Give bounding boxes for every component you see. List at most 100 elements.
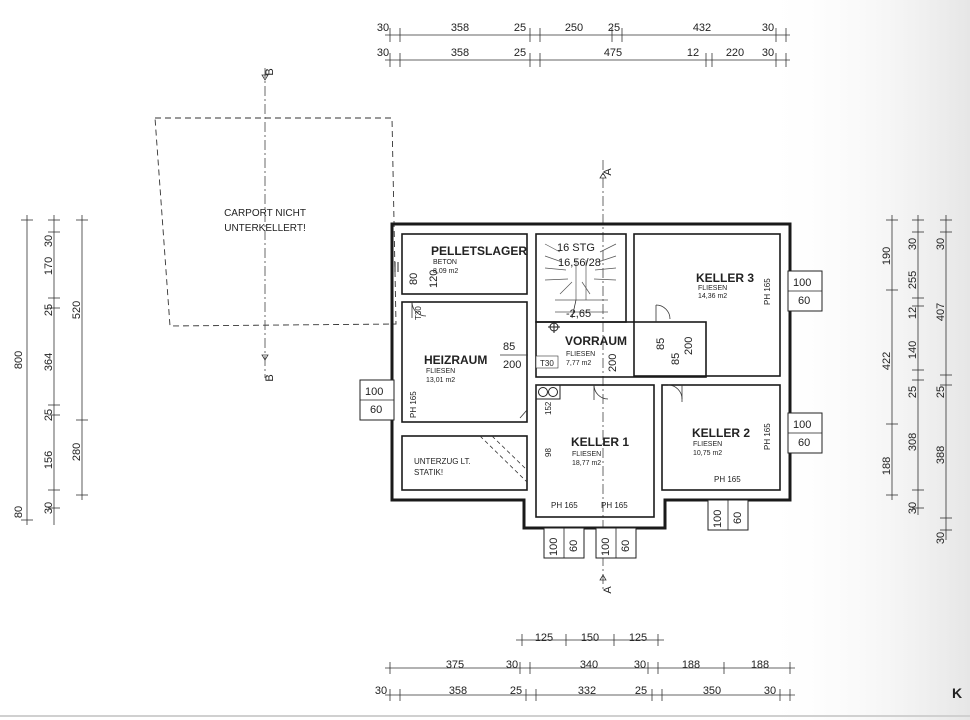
door-width: 85 — [503, 341, 515, 353]
window-height: 60 — [370, 404, 382, 416]
room-heizraum: HEIZRAUM FLIESEN 13,01 m2 — [424, 353, 487, 384]
room-name: KELLER 1 — [571, 435, 629, 449]
room-name: PELLETSLAGER — [431, 244, 527, 258]
stair-count: 16 STG — [557, 242, 595, 254]
room-keller-1: KELLER 1 FLIESEN 18,77 m2 — [571, 435, 629, 467]
door-height: 200 — [683, 337, 695, 355]
opening-dim: 120 — [428, 270, 440, 288]
parapet-height: PH 165 — [601, 501, 628, 510]
window-height: 60 — [568, 540, 580, 552]
door-rating-box — [535, 355, 559, 369]
door-height: 200 — [607, 354, 619, 372]
window-keller-3: 100 60 PH 165 — [763, 270, 823, 312]
dim-label: 358 — [449, 685, 467, 697]
room-name: VORRAUM — [565, 334, 627, 348]
parapet-height: PH 165 — [551, 501, 578, 510]
door-width: 85 — [655, 338, 667, 350]
dim-label: 432 — [693, 22, 711, 34]
dimension-chain-right-c: 30 407 25 388 30 — [935, 215, 952, 544]
dim-label: 25 — [514, 22, 526, 34]
room-area: 14,36 m2 — [698, 293, 727, 300]
window-height: 60 — [798, 295, 810, 307]
dim-label: 340 — [580, 659, 598, 671]
section-label: B — [264, 374, 276, 381]
carport-label: UNTERKELLERT! — [224, 223, 306, 234]
dim-label: 30 — [375, 685, 387, 697]
dim-label: 358 — [451, 22, 469, 34]
room-pelletslager: PELLETSLAGER BETON 8,09 m2 — [431, 244, 527, 275]
window-height: 60 — [620, 540, 632, 552]
dim-label: 25 — [907, 386, 919, 398]
window-width: 100 — [793, 419, 811, 431]
corner-letter: K — [952, 685, 962, 701]
opening-dim: 152 — [544, 401, 553, 415]
dim-label: 25 — [43, 409, 55, 421]
dim-label: 422 — [881, 352, 893, 370]
door-swings — [411, 301, 683, 419]
parapet-height: PH 165 — [763, 423, 772, 450]
dim-label: 12 — [687, 47, 699, 59]
window-keller-2: 100 60 PH 165 — [763, 412, 823, 454]
window-width: 100 — [793, 277, 811, 289]
parapet-height: PH 165 — [763, 278, 772, 305]
dim-label: 125 — [629, 632, 647, 644]
dim-label: 30 — [43, 235, 55, 247]
dim-label: 12 — [907, 307, 919, 319]
window-keller-1-right: 100 60 PH 165 — [595, 501, 637, 559]
window-width: 100 — [548, 538, 560, 556]
dim-label: 475 — [604, 47, 622, 59]
room-floor: FLIESEN — [426, 368, 455, 375]
opening-dim: 80 — [408, 273, 420, 285]
dim-label: 375 — [446, 659, 464, 671]
dim-label: 280 — [71, 443, 83, 461]
dim-label: 30 — [935, 532, 947, 544]
dimension-chain-bottom-1: 375 30 340 30 188 188 — [385, 659, 795, 674]
window-width: 100 — [712, 510, 724, 528]
dim-label: 800 — [13, 351, 25, 369]
level-label: -2,65 — [566, 308, 591, 320]
dim-label: 250 — [565, 22, 583, 34]
dim-label: 30 — [377, 47, 389, 59]
room-area: 18,77 m2 — [572, 460, 601, 467]
window-height: 60 — [732, 512, 744, 524]
dim-label: 25 — [510, 685, 522, 697]
door-height: 200 — [503, 359, 521, 371]
section-label: A — [602, 168, 614, 176]
dim-label: 25 — [635, 685, 647, 697]
dim-label: 30 — [762, 22, 774, 34]
dim-label: 30 — [907, 502, 919, 514]
dim-label: 30 — [764, 685, 776, 697]
room-keller-2: KELLER 2 FLIESEN 10,75 m2 — [692, 426, 750, 457]
dim-label: 170 — [43, 257, 55, 275]
room-area: 13,01 m2 — [426, 377, 455, 384]
window-height: 60 — [798, 437, 810, 449]
dim-label: 25 — [608, 22, 620, 34]
dim-label: 188 — [682, 659, 700, 671]
room-keller-3: KELLER 3 FLIESEN 14,36 m2 — [696, 271, 754, 300]
room-vorraum: VORRAUM FLIESEN 7,77 m2 — [565, 334, 627, 367]
dim-label: 255 — [907, 271, 919, 289]
scan-shading — [760, 0, 970, 720]
wall-hatching — [394, 262, 399, 272]
room-floor: FLIESEN — [693, 441, 722, 448]
dim-label: 190 — [881, 247, 893, 265]
dim-label: 308 — [907, 433, 919, 451]
door-width: 85 — [670, 353, 682, 365]
room-floor: FLIESEN — [572, 451, 601, 458]
dim-label: 125 — [535, 632, 553, 644]
window-heizraum: 100 60 PH 165 — [359, 379, 418, 421]
dim-label: 220 — [726, 47, 744, 59]
dim-label: 30 — [907, 238, 919, 250]
room-floor: BETON — [433, 259, 457, 266]
dim-label: 520 — [71, 301, 83, 319]
room-name: KELLER 3 — [696, 271, 754, 285]
dim-label: 188 — [881, 457, 893, 475]
room-area: 8,09 m2 — [433, 268, 458, 275]
dim-label: 388 — [935, 446, 947, 464]
room-area: 7,77 m2 — [566, 360, 591, 367]
section-line-b: B B — [261, 68, 276, 382]
room-name: KELLER 2 — [692, 426, 750, 440]
window-keller-1-left: 100 60 PH 165 — [543, 501, 585, 559]
section-line-a: A A — [599, 160, 614, 594]
